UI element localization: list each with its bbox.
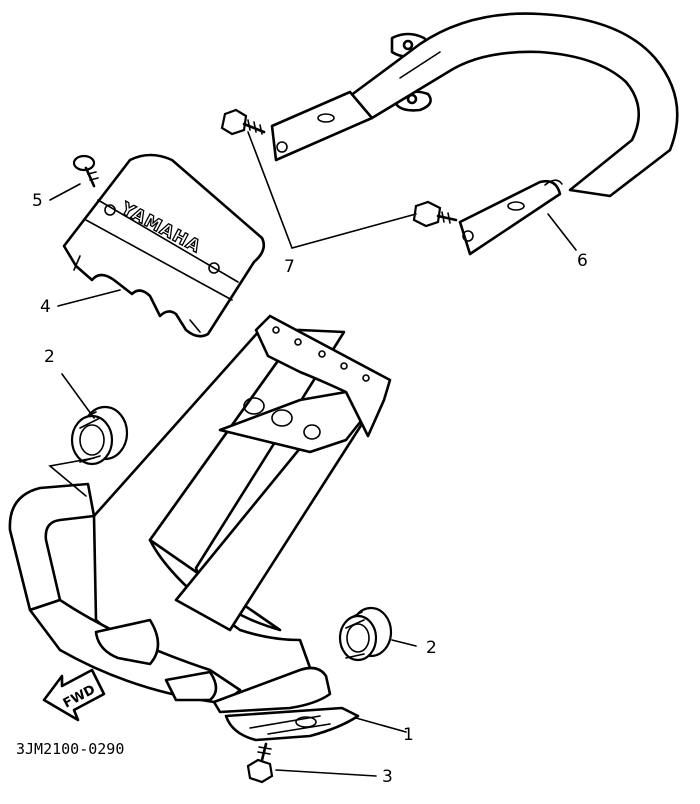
rubber-bushing	[338, 606, 393, 662]
callout-2: 2	[426, 638, 437, 658]
grab-bar-bolt	[220, 108, 266, 136]
callout-3: 3	[382, 767, 393, 787]
callout-2: 2	[44, 347, 55, 367]
forward-arrow-icon: FWD	[42, 668, 106, 722]
callout-6: 6	[577, 251, 588, 271]
leader-lines	[48, 131, 577, 777]
callout-4: 4	[40, 297, 51, 317]
frame-cover: YAMAHA	[62, 153, 266, 338]
diagram-code: 3JM2100-0290	[16, 740, 124, 758]
frame-bolt	[246, 742, 274, 784]
rubber-bushing	[70, 405, 129, 466]
rear-frame	[8, 314, 392, 742]
callout-5: 5	[32, 191, 43, 211]
grab-bar	[270, 12, 679, 256]
callout-7: 7	[284, 257, 295, 277]
grab-bar-bolt	[412, 200, 458, 228]
callout-1: 1	[403, 725, 414, 745]
cover-screw	[72, 154, 99, 188]
